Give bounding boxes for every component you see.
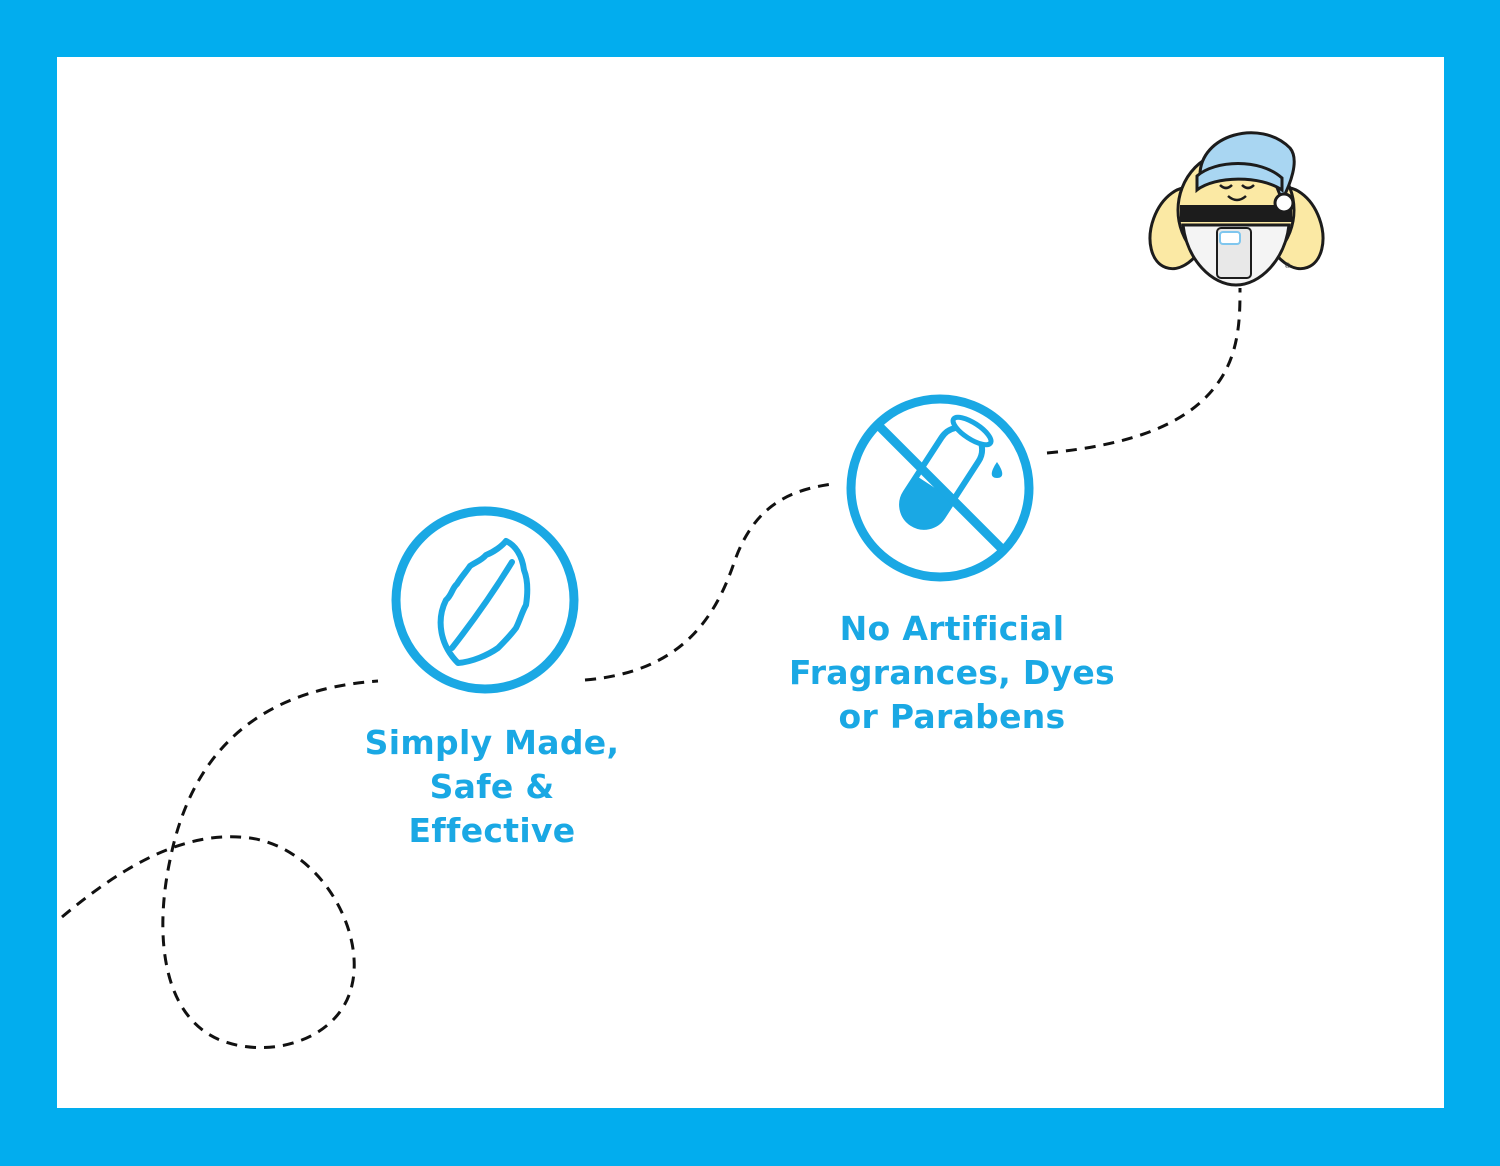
caption-line: or Parabens [838, 697, 1066, 736]
feature-caption-simply-made: Simply Made, Safe & Effective [292, 721, 692, 853]
no-chemicals-badge [846, 394, 1034, 582]
caption-line: Fragrances, Dyes [789, 653, 1115, 692]
sleeping-bee-mascot-icon [1148, 131, 1325, 287]
caption-line: No Artificial [839, 609, 1065, 648]
feature-caption-no-artificial: No Artificial Fragrances, Dyes or Parabe… [752, 607, 1152, 739]
caption-line: Effective [408, 811, 576, 850]
no-chemicals-icon [874, 414, 1009, 556]
dashed-path [61, 287, 1242, 1049]
leaf-icon [437, 538, 531, 666]
caption-line: Safe & [429, 767, 555, 806]
caption-line: Simply Made, [364, 723, 620, 762]
leaf-badge [391, 506, 579, 694]
registered-mark: ® [1284, 262, 1291, 270]
